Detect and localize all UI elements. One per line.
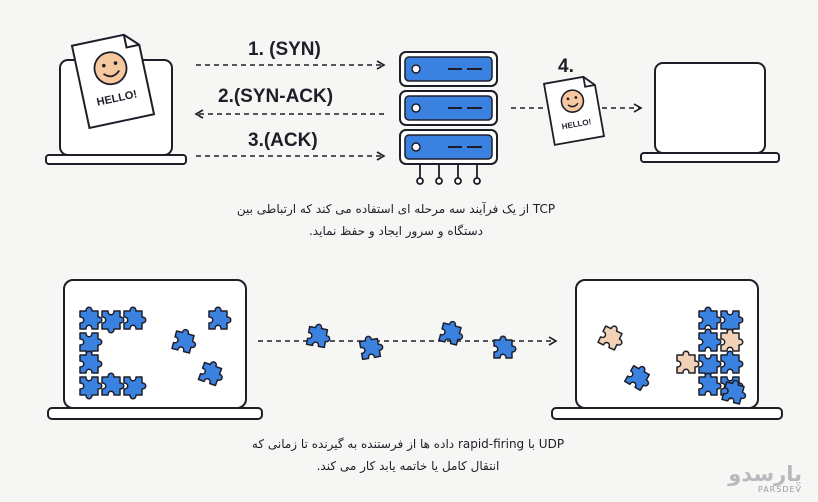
puzzle-piece-icon <box>79 376 103 400</box>
puzzle-piece-icon <box>123 376 147 400</box>
puzzle-piece-icon <box>101 372 125 396</box>
puzzle-piece-icon <box>597 325 623 351</box>
puzzle-piece-icon <box>305 323 331 349</box>
step-synack-label: 2.(SYN-ACK) <box>218 86 333 107</box>
puzzle-piece-icon <box>698 354 722 378</box>
puzzle-piece-icon <box>123 306 147 330</box>
puzzle-piece-icon <box>208 306 232 330</box>
step-ack-label: 3.(ACK) <box>248 130 318 151</box>
puzzle-piece-icon <box>197 361 223 387</box>
puzzle-piece-icon <box>698 328 722 352</box>
puzzle-piece-icon <box>720 328 744 352</box>
tcp-caption: TCP از یک فرآیند سه مرحله ای استفاده می … <box>206 198 586 242</box>
receiver-laptop <box>640 62 780 163</box>
puzzle-piece-icon <box>698 306 722 330</box>
hello-paper-icon: HELLO! <box>70 33 156 130</box>
tcp-caption-line1: TCP از یک فرآیند سه مرحله ای استفاده می … <box>236 202 556 216</box>
step-four-label: 4. <box>558 56 574 77</box>
udp-caption-line1: UDP با rapid-firing داده ها از فرستنده ب… <box>251 437 565 451</box>
hello-paper-small-icon: HELLO! <box>542 75 606 146</box>
tcp-caption-line2: دستگاه و سرور ایجاد و حفظ نماید. <box>308 224 484 238</box>
puzzle-piece-icon <box>623 364 651 392</box>
udp-receiver-laptop <box>551 279 783 420</box>
parsdev-logo: پارسدو PARSDEV <box>728 463 802 494</box>
puzzle-piece-icon <box>101 310 125 334</box>
logo-latin: PARSDEV <box>757 485 802 494</box>
puzzle-piece-icon <box>698 372 722 396</box>
puzzle-piece-icon <box>438 320 464 346</box>
puzzle-piece-icon <box>721 379 747 405</box>
puzzle-piece-icon <box>676 350 700 374</box>
logo-word: پارسدو <box>728 462 802 486</box>
step-syn-label: 1. (SYN) <box>248 39 321 60</box>
puzzle-piece-icon <box>79 350 103 374</box>
udp-caption-line2: انتقال کامل یا خاتمه یابد کار می کند. <box>316 459 500 473</box>
puzzle-piece-icon <box>358 335 384 361</box>
puzzle-piece-icon <box>720 310 744 334</box>
udp-caption: UDP با rapid-firing داده ها از فرستنده ب… <box>218 433 598 477</box>
tcp-arrows <box>194 60 643 161</box>
puzzle-piece-icon <box>171 328 197 354</box>
puzzle-piece-icon <box>720 350 744 374</box>
puzzle-piece-icon <box>493 335 517 359</box>
puzzle-pieces <box>79 306 747 405</box>
puzzle-piece-icon <box>79 306 103 330</box>
server-icon <box>399 51 498 185</box>
puzzle-piece-icon <box>79 332 103 356</box>
